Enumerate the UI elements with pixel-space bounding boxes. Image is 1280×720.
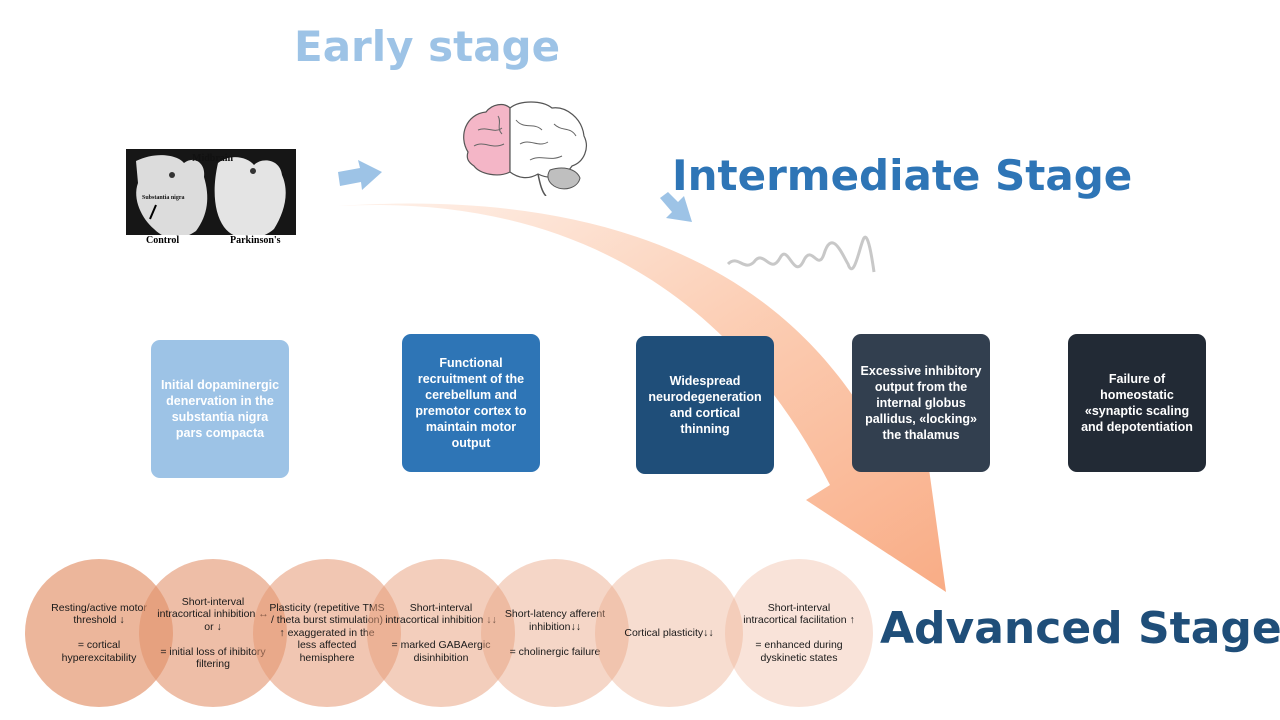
finding-circle-1-text: Resting/active motor threshold ↓ = corti… bbox=[51, 601, 147, 664]
early-stage-title: Early stage bbox=[294, 22, 561, 71]
midbrain-label: Midbrain bbox=[192, 153, 234, 164]
finding-circle-2-text: Short-interval intracortical inhibition … bbox=[157, 595, 268, 671]
finding-circle-7-text: Short-interval intracortical facilitatio… bbox=[743, 601, 855, 664]
stage-box-3-text: Widespread neurodegeneration and cortica… bbox=[648, 374, 762, 436]
control-caption: Control bbox=[146, 235, 180, 246]
finding-circle-5-text: Short-latency afferent inhibition↓↓ = ch… bbox=[504, 608, 606, 658]
stage-box-1: Initial dopaminergic denervation in the … bbox=[151, 340, 289, 478]
substantia-nigra-label: Substantia nigra bbox=[142, 195, 185, 201]
midbrain-photo: Midbrain Substantia nigra Control Parkin… bbox=[126, 149, 296, 247]
early-arrow-icon bbox=[338, 160, 382, 190]
parkinsons-caption: Parkinson's bbox=[230, 235, 281, 246]
stage-box-2: Functional recruitment of the cerebellum… bbox=[402, 334, 540, 472]
stage-box-5: Failure of homeostatic «synaptic scaling… bbox=[1068, 334, 1206, 472]
finding-circle-6-text: Cortical plasticity↓↓ bbox=[624, 626, 714, 639]
intermediate-stage-title: Intermediate Stage bbox=[672, 151, 1133, 200]
finding-circle-4-text: Short-interval intracortical inhibition … bbox=[385, 601, 497, 664]
intermediate-arrow-icon bbox=[660, 192, 692, 222]
brain-icon bbox=[463, 101, 587, 196]
stage-box-4-text: Excessive inhibitory output from the int… bbox=[860, 364, 982, 442]
stage-box-5-text: Failure of homeostatic «synaptic scaling… bbox=[1081, 372, 1193, 434]
advanced-stage-title: Advanced Stage bbox=[880, 603, 1280, 654]
finding-circle-5: Short-latency afferent inhibition↓↓ = ch… bbox=[481, 559, 629, 707]
brain-wave-icon bbox=[726, 235, 876, 273]
finding-circle-6: Cortical plasticity↓↓ bbox=[595, 559, 743, 707]
stage-box-4: Excessive inhibitory output from the int… bbox=[852, 334, 990, 472]
stage-box-3: Widespread neurodegeneration and cortica… bbox=[636, 336, 774, 474]
finding-circle-4: Short-interval intracortical inhibition … bbox=[367, 559, 515, 707]
stage-box-1-text: Initial dopaminergic denervation in the … bbox=[160, 378, 280, 440]
stage-box-2-text: Functional recruitment of the cerebellum… bbox=[415, 356, 527, 450]
finding-circle-7: Short-interval intracortical facilitatio… bbox=[725, 559, 873, 707]
finding-circle-3-text: Plasticity (repetitive TMS / theta burst… bbox=[269, 601, 385, 664]
